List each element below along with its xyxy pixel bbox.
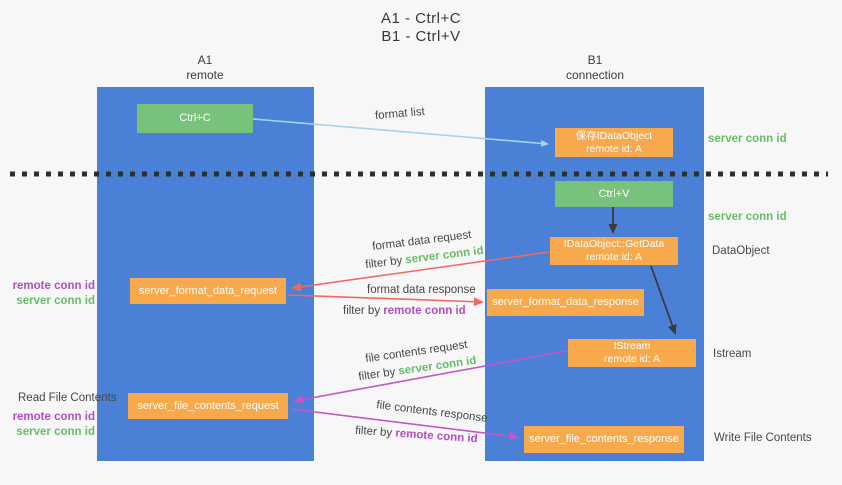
- left-conn-id-labels-2: remote conn id server conn id: [0, 410, 95, 440]
- label-server-conn-id-mid: server conn id: [708, 211, 787, 223]
- diagram-title-line1: A1 - Ctrl+C: [380, 10, 462, 27]
- node-server-file-contents-request: server_file_contents_request: [128, 393, 288, 419]
- node-istream-line2: remote id: A: [603, 353, 661, 365]
- node-ctrl-v: Ctrl+V: [555, 181, 673, 207]
- label-filter-by-remote-conn-id-2: filter by remote conn id: [343, 305, 466, 317]
- node-idataobject-getdata-line2: remote id: A: [585, 251, 643, 263]
- node-save-idataobject: 保存IDataObject remote id: A: [555, 128, 673, 157]
- node-idataobject-getdata: IDataObject::GetData remote id: A: [550, 237, 678, 265]
- column-b-role: connection: [565, 68, 625, 82]
- filter-value-4: remote conn id: [394, 427, 478, 446]
- label-remote-conn-id-1: remote conn id: [12, 280, 95, 292]
- label-write-file-contents: Write File Contents: [714, 432, 812, 444]
- column-b-id: B1: [587, 53, 603, 67]
- node-ctrl-v-label: Ctrl+V: [598, 187, 630, 200]
- column-a-role: remote: [186, 68, 224, 82]
- label-istream: Istream: [713, 348, 752, 360]
- node-server-format-data-response: server_format_data_response: [487, 289, 644, 316]
- arrow-format-data-response: [287, 294, 484, 307]
- column-b-header: B1 connection: [545, 53, 645, 83]
- filter-by-text-3: filter by: [357, 366, 397, 384]
- label-server-conn-id-1: server conn id: [16, 295, 95, 307]
- column-a-header: A1 remote: [155, 53, 255, 83]
- node-save-idataobject-line2: remote id: A: [585, 142, 643, 155]
- node-save-idataobject-line1: 保存IDataObject: [575, 129, 653, 142]
- node-istream: IStream remote id: A: [568, 339, 696, 367]
- node-server-format-data-request-label: server_format_data_request: [138, 284, 278, 297]
- filter-value-2: remote conn id: [383, 305, 466, 317]
- node-idataobject-getdata-line1: IDataObject::GetData: [563, 238, 665, 250]
- node-ctrl-c-label: Ctrl+C: [179, 112, 211, 124]
- node-ctrl-c: Ctrl+C: [137, 104, 253, 133]
- filter-by-text-2: filter by: [343, 305, 381, 317]
- diagram-title-line2: B1 - Ctrl+V: [381, 28, 461, 45]
- node-server-file-contents-response: server_file_contents_response: [524, 426, 684, 453]
- label-server-conn-id-2: server conn id: [16, 426, 95, 438]
- node-istream-line1: IStream: [613, 340, 651, 352]
- label-filter-by-remote-conn-id-4: filter by remote conn id: [355, 425, 478, 446]
- label-read-file-contents: Read File Contents: [18, 392, 117, 404]
- label-file-contents-response: file contents response: [375, 399, 489, 425]
- left-conn-id-labels-1: remote conn id server conn id: [0, 279, 95, 309]
- node-server-format-data-request: server_format_data_request: [130, 278, 286, 304]
- label-server-conn-id-top: server conn id: [708, 133, 787, 145]
- filter-by-text-1: filter by: [364, 254, 403, 272]
- label-remote-conn-id-2: remote conn id: [12, 411, 95, 423]
- filter-by-text-4: filter by: [354, 424, 393, 440]
- filter-value-1: server conn id: [404, 244, 485, 267]
- label-format-data-response: format data response: [367, 284, 476, 296]
- node-server-file-contents-request-label: server_file_contents_request: [137, 399, 279, 412]
- node-server-file-contents-response-label: server_file_contents_response: [529, 433, 679, 445]
- column-a-id: A1: [197, 53, 213, 67]
- label-dataobject: DataObject: [712, 245, 770, 257]
- label-format-list: format list: [374, 105, 426, 123]
- node-server-format-data-response-label: server_format_data_response: [492, 296, 639, 308]
